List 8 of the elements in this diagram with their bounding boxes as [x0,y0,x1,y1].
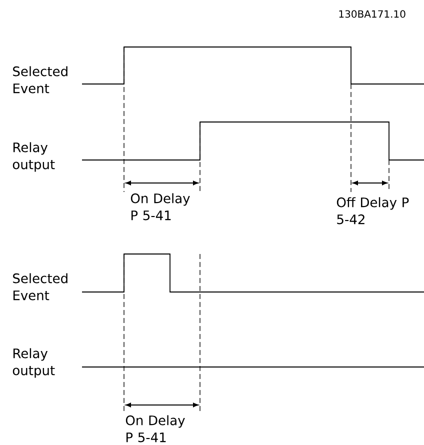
signal-label: Relay output [12,142,55,172]
signal-label: Relay output [12,348,55,378]
drawing-number: 130BA171.10 [339,10,406,18]
delay-label: On Delay P 5-41 [126,415,185,442]
delay-label: Off Delay P 5-42 [336,197,409,224]
delay-label: On Delay P 5-41 [130,193,190,220]
signal-label: Selected Event [13,66,68,94]
signal-label: Selected Event [13,273,68,300]
